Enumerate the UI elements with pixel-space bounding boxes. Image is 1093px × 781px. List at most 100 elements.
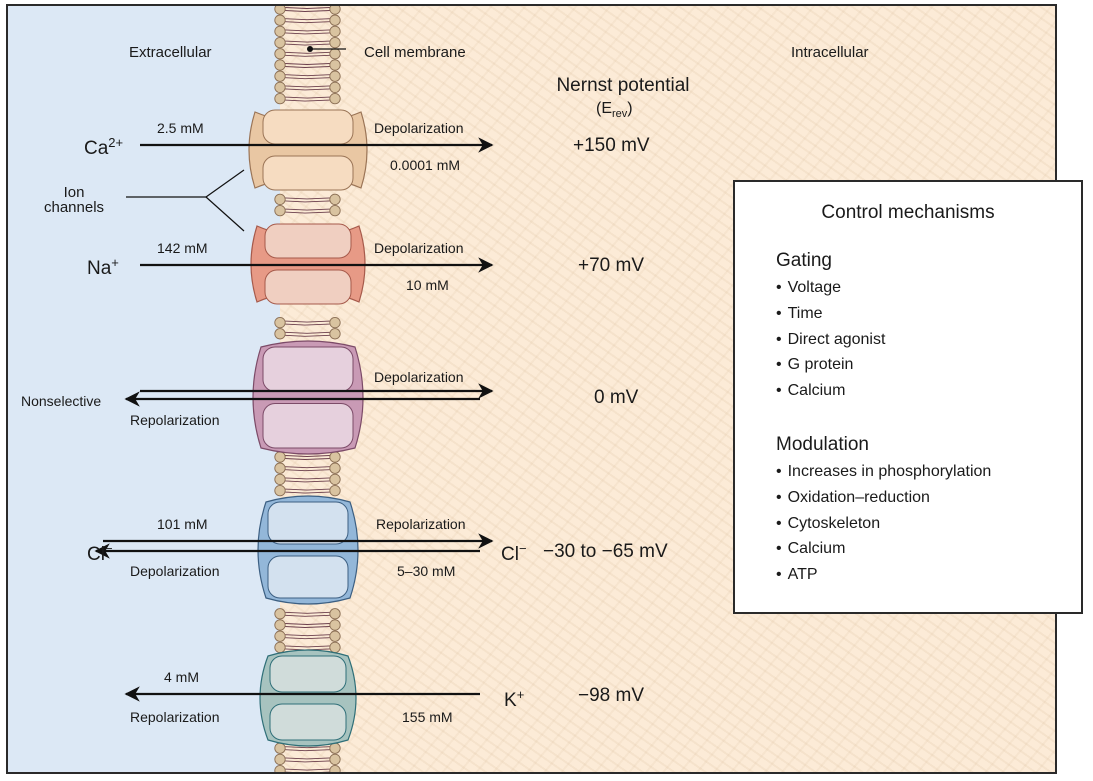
cl-ion-label: Cl− — [87, 542, 113, 564]
lipid-head — [274, 14, 286, 26]
lipid-tail — [284, 760, 331, 763]
lipid-tail — [284, 211, 331, 214]
lipid-tail — [284, 746, 331, 749]
diagram-canvas — [94, 6, 494, 772]
ca-effect: Depolarization — [374, 120, 464, 136]
ion-channels-pointer-na — [205, 196, 245, 232]
modulation-item: Cytoskeleton — [776, 513, 991, 539]
modulation-item: Calcium — [776, 538, 991, 564]
lipid-head — [274, 641, 286, 654]
nernst-subtitle-base: (E — [596, 100, 612, 117]
gating-item: Time — [776, 303, 885, 329]
lipid-head — [329, 619, 341, 631]
lipid-head — [329, 451, 341, 463]
channel-lower-subunit — [262, 403, 354, 449]
na-outside-conc: 142 mM — [157, 240, 208, 256]
lipid-head — [329, 608, 341, 620]
membrane-pointer-dot — [307, 46, 313, 52]
lipid-head — [329, 764, 341, 772]
lipid-tail — [284, 466, 331, 469]
lipid-head — [274, 48, 286, 60]
na-ion-base: Na — [87, 258, 112, 279]
lipid-tail — [284, 200, 331, 203]
lipid-tail — [284, 757, 331, 760]
lipid-tail — [284, 749, 331, 752]
lipid-tail — [284, 320, 331, 323]
lipid-head — [274, 92, 286, 105]
modulation-list: Increases in phosphorylation Oxidation–r… — [776, 461, 992, 590]
flux-arrows-group — [94, 137, 494, 702]
lipid-head — [329, 484, 341, 497]
channel-lower-subunit — [262, 155, 354, 191]
lipid-tail — [284, 634, 331, 637]
channel-ca — [248, 109, 368, 191]
nonselective-effect-out: Repolarization — [130, 412, 220, 428]
lipid-head — [274, 742, 286, 754]
lipid-tail — [284, 488, 331, 491]
lipid-tail — [284, 99, 331, 102]
control-mechanisms-box: Control mechanisms Gating Voltage Time D… — [733, 180, 1083, 614]
cl-effect-out: Depolarization — [130, 563, 220, 579]
lipid-head — [329, 36, 341, 49]
ca-ion-charge: 2+ — [108, 135, 124, 150]
ca-ion-label: Ca2+ — [84, 136, 123, 158]
gating-heading: Gating — [776, 250, 832, 271]
lipid-tail — [284, 77, 331, 80]
lipid-head — [329, 753, 341, 766]
gating-item: Calcium — [776, 380, 885, 406]
lipid-head — [274, 630, 286, 642]
lipid-head — [274, 81, 286, 94]
control-mechanisms-title: Control mechanisms — [821, 202, 995, 223]
k-ion-label: K+ — [504, 688, 524, 710]
lipid-tail — [284, 331, 331, 334]
lipid-tail — [284, 51, 331, 54]
lipid-head — [274, 462, 286, 474]
lipid-head — [274, 316, 286, 329]
lipid-tail — [284, 614, 331, 617]
lipid-head — [274, 619, 286, 631]
lipid-head — [329, 204, 341, 217]
gating-item: G protein — [776, 354, 885, 380]
na-ion-charge: + — [111, 255, 119, 270]
lipid-tail — [284, 21, 331, 24]
cl-inside-conc: 5–30 mM — [397, 563, 456, 579]
lipid-head — [274, 70, 286, 82]
ion-channels-pointer-ca — [205, 169, 245, 198]
lipid-tail — [284, 66, 331, 68]
lipid-tail — [284, 208, 331, 211]
lipid-tail — [284, 85, 331, 88]
lipid-tail — [284, 645, 331, 648]
lipid-tail — [284, 334, 331, 337]
intracellular-label: Intracellular — [791, 44, 869, 61]
lipid-head — [274, 6, 286, 15]
lipid-tail — [284, 40, 331, 43]
nernst-subtitle: (Erev) — [596, 101, 633, 120]
nonselective-effect-in: Depolarization — [374, 369, 464, 385]
k-nernst-potential: −98 mV — [578, 685, 645, 706]
lipid-tail — [284, 469, 331, 472]
lipid-head — [274, 36, 286, 49]
lipid-tail — [284, 10, 331, 12]
lipid-tail — [284, 18, 331, 21]
lipid-tail — [284, 477, 331, 480]
na-nernst-potential: +70 mV — [578, 255, 645, 276]
modulation-heading: Modulation — [776, 434, 869, 455]
cl-ion-charge: − — [104, 541, 113, 556]
lipid-tail — [284, 74, 331, 77]
k-inside-conc: 155 mM — [402, 709, 453, 725]
lipid-tail — [284, 637, 331, 640]
ion-channels-label-line1: Ion — [63, 184, 85, 201]
k-ion-base: K — [504, 690, 517, 711]
lipid-tail — [284, 455, 331, 457]
nernst-subtitle-close: ) — [627, 100, 633, 117]
lipid-tail — [284, 96, 331, 99]
channel-upper-subunit — [264, 223, 352, 259]
modulation-item: ATP — [776, 564, 991, 590]
lipid-tail — [284, 63, 331, 65]
extracellular-label: Extracellular — [129, 44, 212, 61]
lipid-tail — [284, 197, 331, 200]
ion-channels-group — [248, 109, 368, 747]
lipid-head — [329, 641, 341, 654]
lipid-head — [329, 25, 341, 38]
na-effect: Depolarization — [374, 240, 464, 256]
